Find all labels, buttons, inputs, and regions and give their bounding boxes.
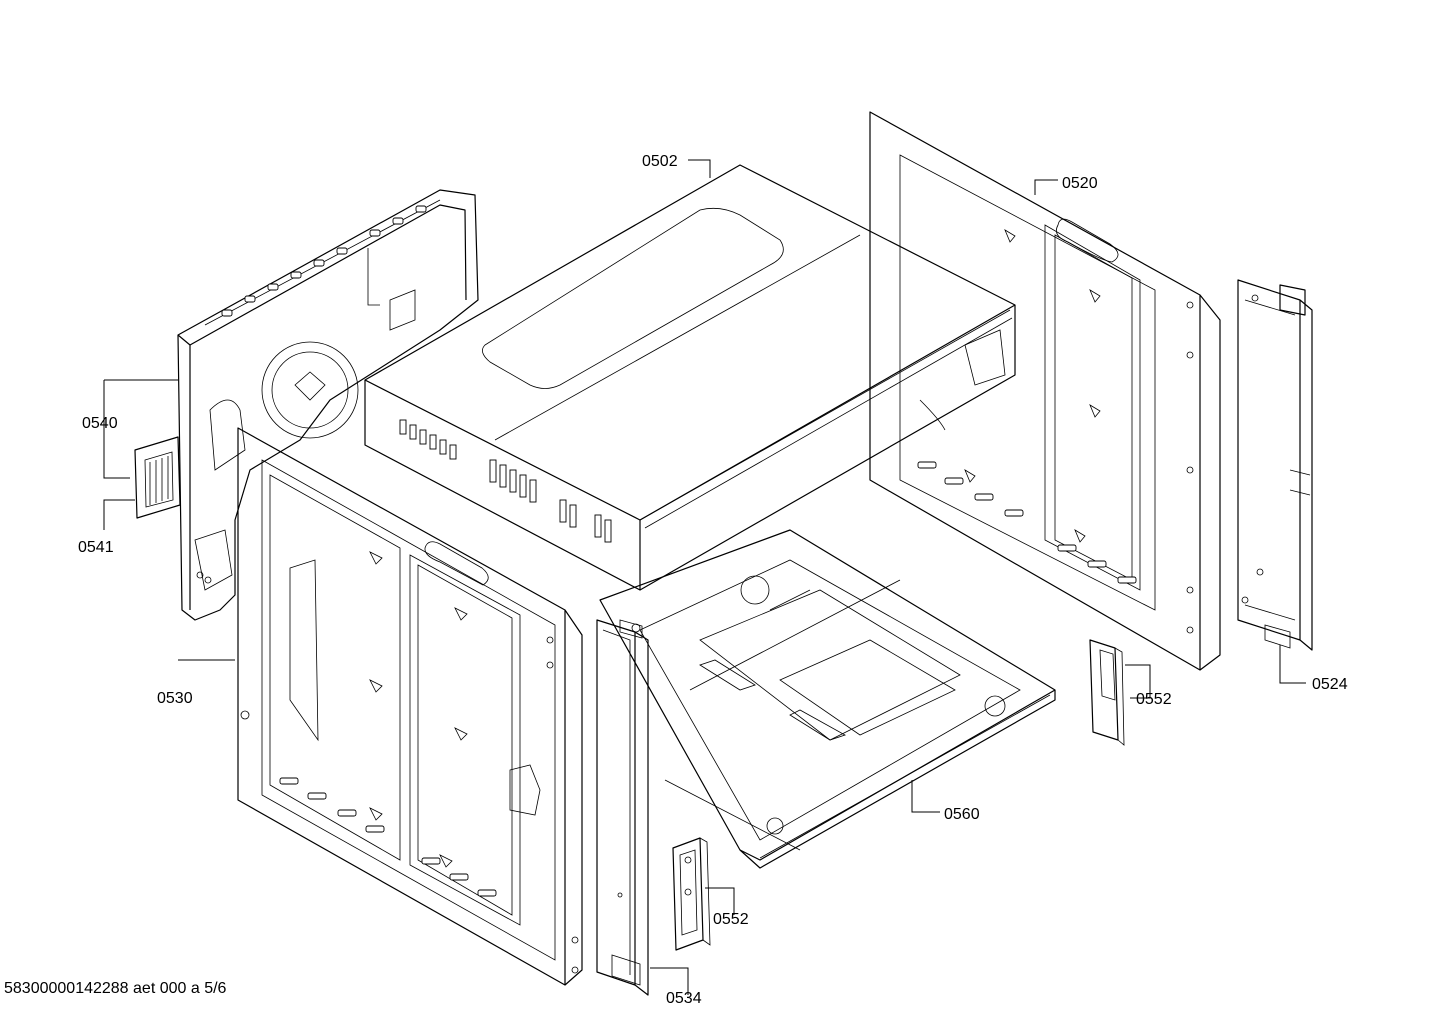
leader-lines bbox=[103, 159, 1306, 995]
bracket-right-part bbox=[1089, 639, 1125, 746]
part-labels: 0502 0520 0524 0540 0541 0530 0552 0560 … bbox=[78, 153, 1348, 1007]
label-0541: 0541 bbox=[78, 539, 114, 556]
label-0524: 0524 bbox=[1312, 676, 1348, 693]
left-side-panel-part bbox=[237, 427, 583, 986]
label-0520: 0520 bbox=[1062, 175, 1098, 192]
base-tray-part bbox=[599, 529, 1056, 869]
label-0502: 0502 bbox=[642, 153, 678, 170]
label-0552-front: 0552 bbox=[713, 911, 749, 928]
label-0560: 0560 bbox=[944, 806, 980, 823]
bracket-front-part bbox=[672, 837, 711, 951]
right-side-panel-part bbox=[869, 111, 1221, 671]
top-housing-part bbox=[364, 164, 1016, 591]
right-rail-part bbox=[1237, 279, 1313, 651]
rear-panel-part bbox=[177, 189, 479, 621]
front-rail-part bbox=[596, 619, 649, 996]
label-0540: 0540 bbox=[82, 415, 118, 432]
label-0530: 0530 bbox=[157, 690, 193, 707]
document-id: 58300000142288 aet 000 a 5/6 bbox=[4, 980, 227, 997]
rear-grille-part bbox=[134, 436, 181, 519]
label-0534: 0534 bbox=[666, 990, 702, 1007]
label-0552-right: 0552 bbox=[1136, 691, 1172, 708]
